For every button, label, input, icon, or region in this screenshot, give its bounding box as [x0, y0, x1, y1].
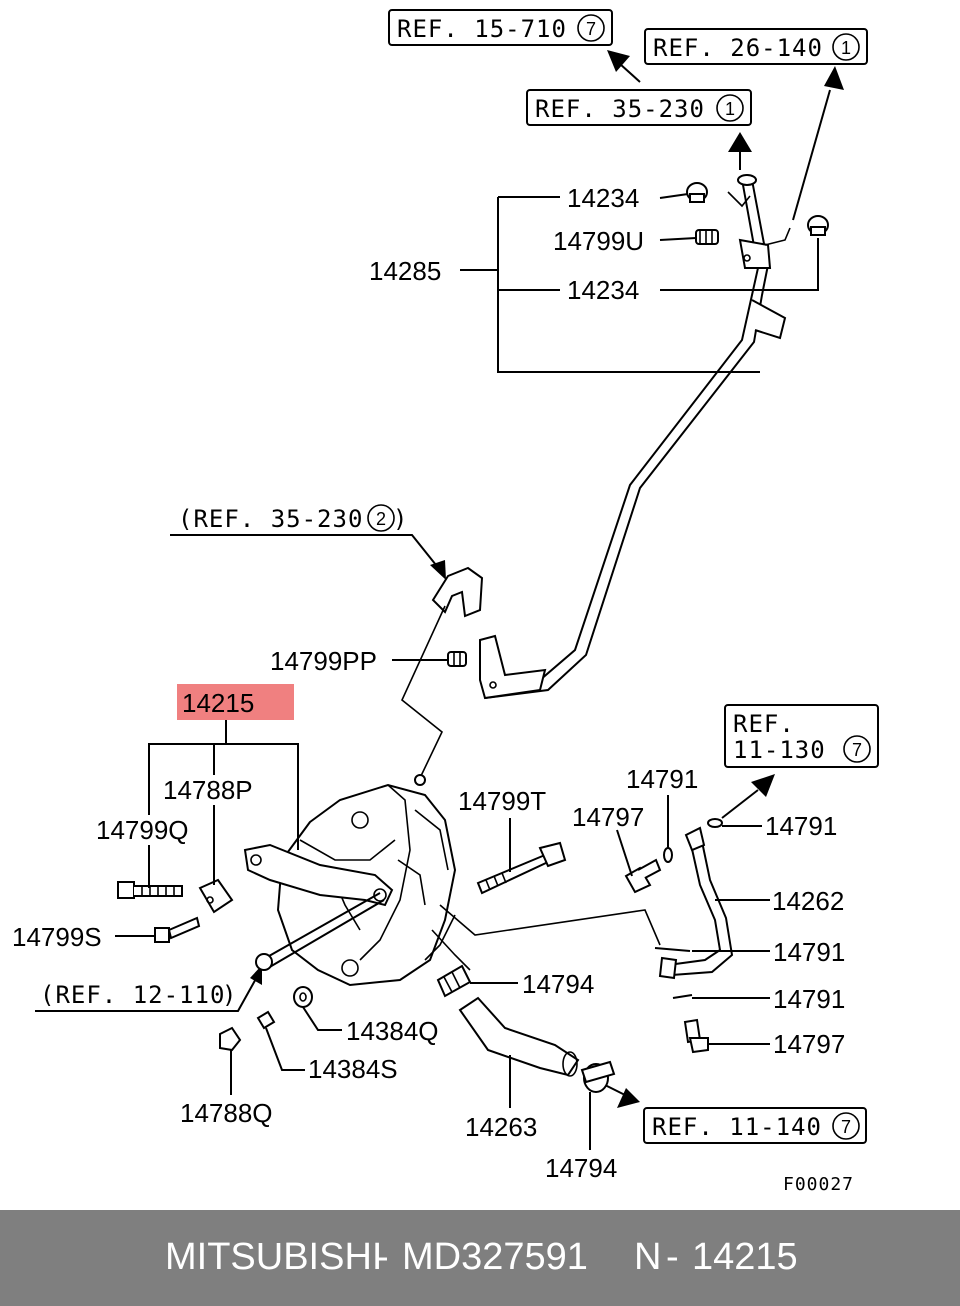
svg-text:7: 7 — [586, 19, 596, 39]
svg-text:REF. 35-230: REF. 35-230 — [535, 95, 705, 123]
oil-pipe-14262[interactable] — [658, 826, 734, 980]
bolt-14799PP[interactable] — [447, 651, 467, 667]
gasket-14791-lower[interactable] — [654, 947, 693, 999]
separator: - — [376, 1236, 389, 1278]
breather-hose[interactable] — [401, 566, 484, 786]
label-14791-top[interactable]: 14791 — [626, 764, 698, 794]
svg-text:REF. 11-140: REF. 11-140 — [652, 1113, 822, 1141]
label-14384Q[interactable]: 14384Q — [346, 1016, 439, 1046]
label-14384S[interactable]: 14384S — [308, 1054, 398, 1084]
svg-text:11-130: 11-130 — [733, 736, 826, 764]
gasket-14791[interactable] — [663, 818, 723, 863]
part-info-banner: MITSUBISHI - MD327591 N - 14215 — [0, 1210, 960, 1306]
bolt-14797-lower[interactable] — [683, 1018, 709, 1054]
svg-text:7: 7 — [852, 740, 862, 760]
washer-14384Q[interactable] — [293, 986, 313, 1008]
label-14234-lower[interactable]: 14234 — [567, 275, 639, 305]
bolt-14234-upper[interactable] — [686, 182, 708, 203]
long-bolt[interactable] — [255, 892, 385, 971]
label-14285[interactable]: 14285 — [369, 256, 441, 286]
dipstick-pipe[interactable] — [479, 174, 791, 700]
svg-text:REF. 15-710: REF. 15-710 — [397, 15, 567, 43]
svg-text:2: 2 — [376, 509, 386, 529]
label-14263[interactable]: 14263 — [465, 1112, 537, 1142]
label-14799T[interactable]: 14799T — [458, 786, 546, 816]
connection-line — [439, 904, 661, 946]
label-14799PP[interactable]: 14799PP — [270, 646, 377, 676]
bolt-14234-lower[interactable] — [807, 215, 829, 236]
block-14788P[interactable] — [198, 878, 234, 914]
ref-arrows — [35, 50, 844, 1108]
nut-14788Q[interactable] — [219, 1026, 242, 1052]
svg-text:): ) — [393, 505, 408, 533]
ref-box-15-710[interactable]: REF. 15-710 7 — [388, 9, 613, 46]
svg-text:REF. 26-140: REF. 26-140 — [653, 34, 823, 62]
highlight-14215 — [177, 684, 294, 720]
label-14794-grommet[interactable]: 14794 — [522, 969, 594, 999]
label-14799S[interactable]: 14799S — [12, 922, 102, 952]
svg-text:(REF. 35-230: (REF. 35-230 — [178, 505, 363, 533]
ref-box-12-110[interactable]: (REF. 12-110 ) — [40, 981, 237, 1009]
label-14791-right[interactable]: 14791 — [765, 811, 837, 841]
label-14262[interactable]: 14262 — [772, 886, 844, 916]
ref-box-35-230-2[interactable]: (REF. 35-230 2 ) — [178, 504, 408, 533]
label-14788Q[interactable]: 14788Q — [180, 1098, 273, 1128]
bolt-14799S[interactable] — [154, 916, 201, 943]
svg-text:7: 7 — [841, 1117, 851, 1137]
label-14797-lower[interactable]: 14797 — [773, 1029, 845, 1059]
separator: - — [666, 1236, 679, 1278]
prefix: N — [634, 1236, 662, 1278]
bolt-14799U[interactable] — [695, 229, 719, 245]
label-14799Q[interactable]: 14799Q — [96, 815, 189, 845]
label-14788P[interactable]: 14788P — [163, 775, 253, 805]
parts-diagram: REF. 15-710 7 REF. 26-140 1 REF. 35-230 … — [12, 9, 879, 1195]
ref-box-26-140[interactable]: REF. 26-140 1 — [644, 28, 868, 65]
label-14799U[interactable]: 14799U — [553, 226, 644, 256]
oil-hose-14263[interactable] — [458, 996, 580, 1077]
part-number: MD327591 — [402, 1236, 588, 1278]
svg-text:): ) — [222, 981, 237, 1009]
diagram-number: 14215 — [692, 1236, 798, 1278]
bolt-14799T[interactable] — [476, 841, 567, 895]
svg-text:1: 1 — [841, 38, 851, 58]
svg-text:(REF. 12-110: (REF. 12-110 — [40, 981, 225, 1009]
label-14791-mid[interactable]: 14791 — [773, 937, 845, 967]
hose-clamp-14794[interactable] — [580, 1060, 616, 1093]
brand-name: MITSUBISHI — [165, 1236, 383, 1278]
svg-text:REF.: REF. — [733, 710, 795, 738]
label-14794-clamp[interactable]: 14794 — [545, 1153, 617, 1183]
washer-14384S[interactable] — [256, 1010, 276, 1030]
ref-box-35-230-1[interactable]: REF. 35-230 1 — [526, 89, 752, 126]
figure-code: F00027 — [783, 1174, 854, 1195]
ref-box-11-140[interactable]: REF. 11-140 7 — [643, 1107, 867, 1144]
bracket-14788P-plate[interactable] — [243, 843, 394, 907]
svg-text:1: 1 — [725, 99, 735, 119]
ref-box-11-130[interactable]: REF. 11-130 7 — [724, 704, 879, 768]
grommet-14794[interactable] — [436, 964, 472, 998]
leader-lines — [115, 193, 819, 1150]
label-14797-upper[interactable]: 14797 — [572, 802, 644, 832]
label-14234-upper[interactable]: 14234 — [567, 183, 639, 213]
label-14215[interactable]: 14215 — [182, 688, 254, 718]
label-14791-lower[interactable]: 14791 — [773, 984, 845, 1014]
